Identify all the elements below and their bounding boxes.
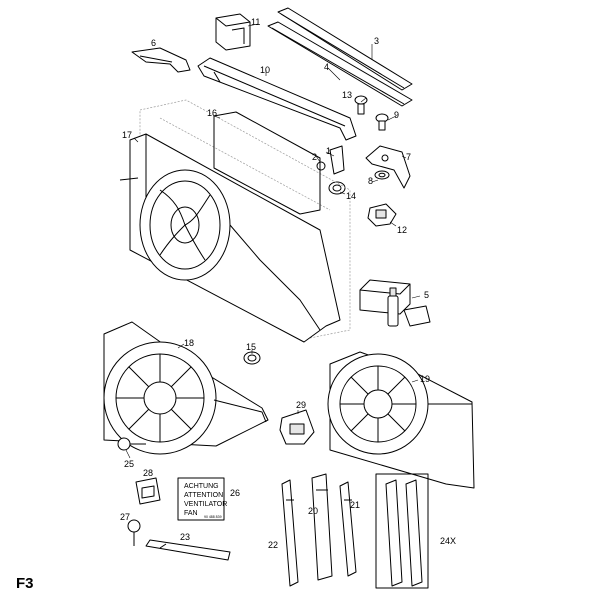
- part-26-warning-label: ACHTUNG ATTENTION VENTILATOR FAN 90 488 …: [177, 477, 227, 521]
- part-16-radiator-ghost: [139, 99, 351, 341]
- callout-4: 4: [324, 62, 329, 72]
- callout-27: 27: [120, 512, 130, 522]
- part-21-seal-strip: [339, 481, 357, 577]
- part-18-fan-shroud-left: [103, 321, 269, 455]
- figure-label: F3: [16, 575, 34, 592]
- callout-12: 12: [397, 225, 407, 235]
- callout-labels: 3 4 11 6 10 13 9 7 8 1 2 14 12 5 16 17 1…: [120, 17, 456, 550]
- part-12-clip: [367, 203, 397, 227]
- callout-25: 25: [124, 459, 134, 469]
- part-22-seal-strip: [281, 479, 299, 587]
- part-3-seal-strip: [277, 7, 413, 91]
- callout-20: 20: [308, 506, 318, 516]
- part-27-screw: [127, 519, 141, 546]
- warning-code: 90 488 839: [204, 515, 222, 519]
- callout-8: 8: [368, 176, 373, 186]
- part-9-clip: [375, 113, 389, 131]
- part-8-grommet: [374, 170, 390, 180]
- warning-line-3: VENTILATOR: [184, 501, 227, 508]
- warning-line-2: ATTENTION: [184, 492, 223, 499]
- part-16-seal-frame: [213, 111, 321, 215]
- callout-9: 9: [394, 110, 399, 120]
- callout-19: 19: [420, 374, 430, 384]
- part-13-screw: [354, 95, 368, 115]
- part-23-strip: [145, 539, 231, 561]
- callout-29: 29: [296, 400, 306, 410]
- callout-22: 22: [268, 540, 278, 550]
- callout-3: 3: [374, 36, 379, 46]
- callout-24x: 24X: [440, 536, 456, 546]
- part-19-fan-shroud-right: [327, 351, 475, 489]
- callout-13: 13: [342, 90, 352, 100]
- part-14-grommet: [328, 181, 346, 195]
- part-25-screw: [117, 437, 146, 451]
- part-2-nut: [316, 161, 326, 171]
- part-10-upper-cowl: [197, 57, 357, 141]
- callout-23: 23: [180, 532, 190, 542]
- callout-26: 26: [230, 488, 240, 498]
- part-24x-strip-set: [375, 473, 429, 589]
- part-20-seal-strip: [311, 473, 333, 581]
- callout-6: 6: [151, 38, 156, 48]
- part-5-sealant-kit: [359, 279, 431, 327]
- callout-14: 14: [346, 191, 356, 201]
- callout-7: 7: [406, 152, 411, 162]
- callout-17: 17: [122, 130, 132, 140]
- callout-5: 5: [424, 290, 429, 300]
- callout-21: 21: [350, 500, 360, 510]
- callout-1: 1: [326, 146, 331, 156]
- part-6-clip: [131, 47, 191, 73]
- part-17-fan-shroud: [119, 133, 341, 343]
- part-29-clip: [279, 409, 315, 445]
- leader-lines: [125, 23, 421, 459]
- callout-18: 18: [184, 338, 194, 348]
- callout-10: 10: [260, 65, 270, 75]
- warning-line-1: ACHTUNG: [184, 483, 219, 490]
- callout-11: 11: [251, 17, 260, 27]
- callout-28: 28: [143, 468, 153, 478]
- part-7-bracket: [365, 145, 411, 189]
- part-11-bracket-block: [215, 13, 251, 51]
- callout-2: 2: [312, 152, 317, 162]
- callout-16: 16: [207, 108, 217, 118]
- part-28-clip: [135, 477, 161, 505]
- part-4-seal-strip: [267, 21, 413, 107]
- callout-15: 15: [246, 342, 256, 352]
- part-1-bracket: [329, 145, 345, 175]
- warning-line-4: FAN: [184, 510, 198, 517]
